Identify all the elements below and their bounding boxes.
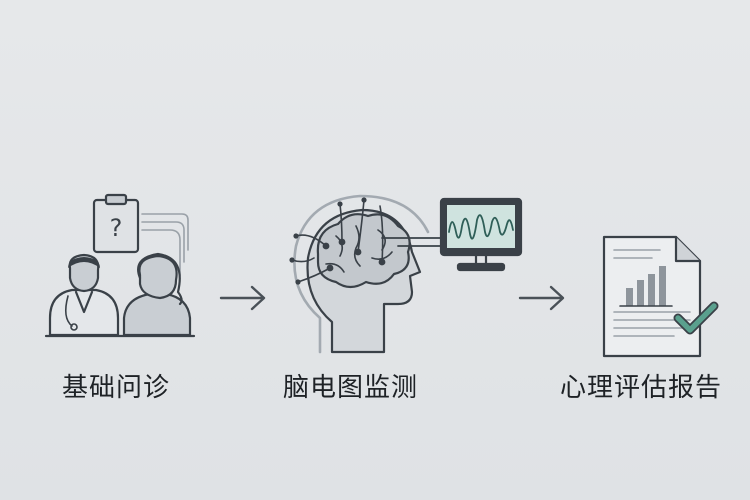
eeg-monitoring-icon: [289, 194, 523, 354]
step-label-eeg-monitoring: 脑电图监测: [283, 373, 419, 403]
check-icon: [673, 301, 719, 335]
arrow-right-icon: [219, 285, 266, 311]
monitor-cable: [381, 237, 441, 247]
question-mark: ?: [110, 214, 123, 242]
clipboard-icon: ?: [92, 193, 140, 254]
electrode-dots: [289, 197, 386, 285]
arrow-right-icon: [518, 285, 565, 311]
brain-icon: [316, 213, 411, 289]
patient-figure: [122, 252, 192, 337]
eeg-monitor-icon: [439, 197, 523, 272]
step-label-assessment-report: 心理评估报告: [560, 373, 723, 403]
consultation-icon: ?: [44, 193, 196, 338]
step-label-consultation: 基础问诊: [62, 373, 171, 403]
clipboard-connector-lines: [141, 213, 189, 277]
assessment-report-icon: [602, 235, 719, 358]
doctor-figure: [48, 253, 120, 337]
bar-chart-icon: [619, 266, 673, 307]
